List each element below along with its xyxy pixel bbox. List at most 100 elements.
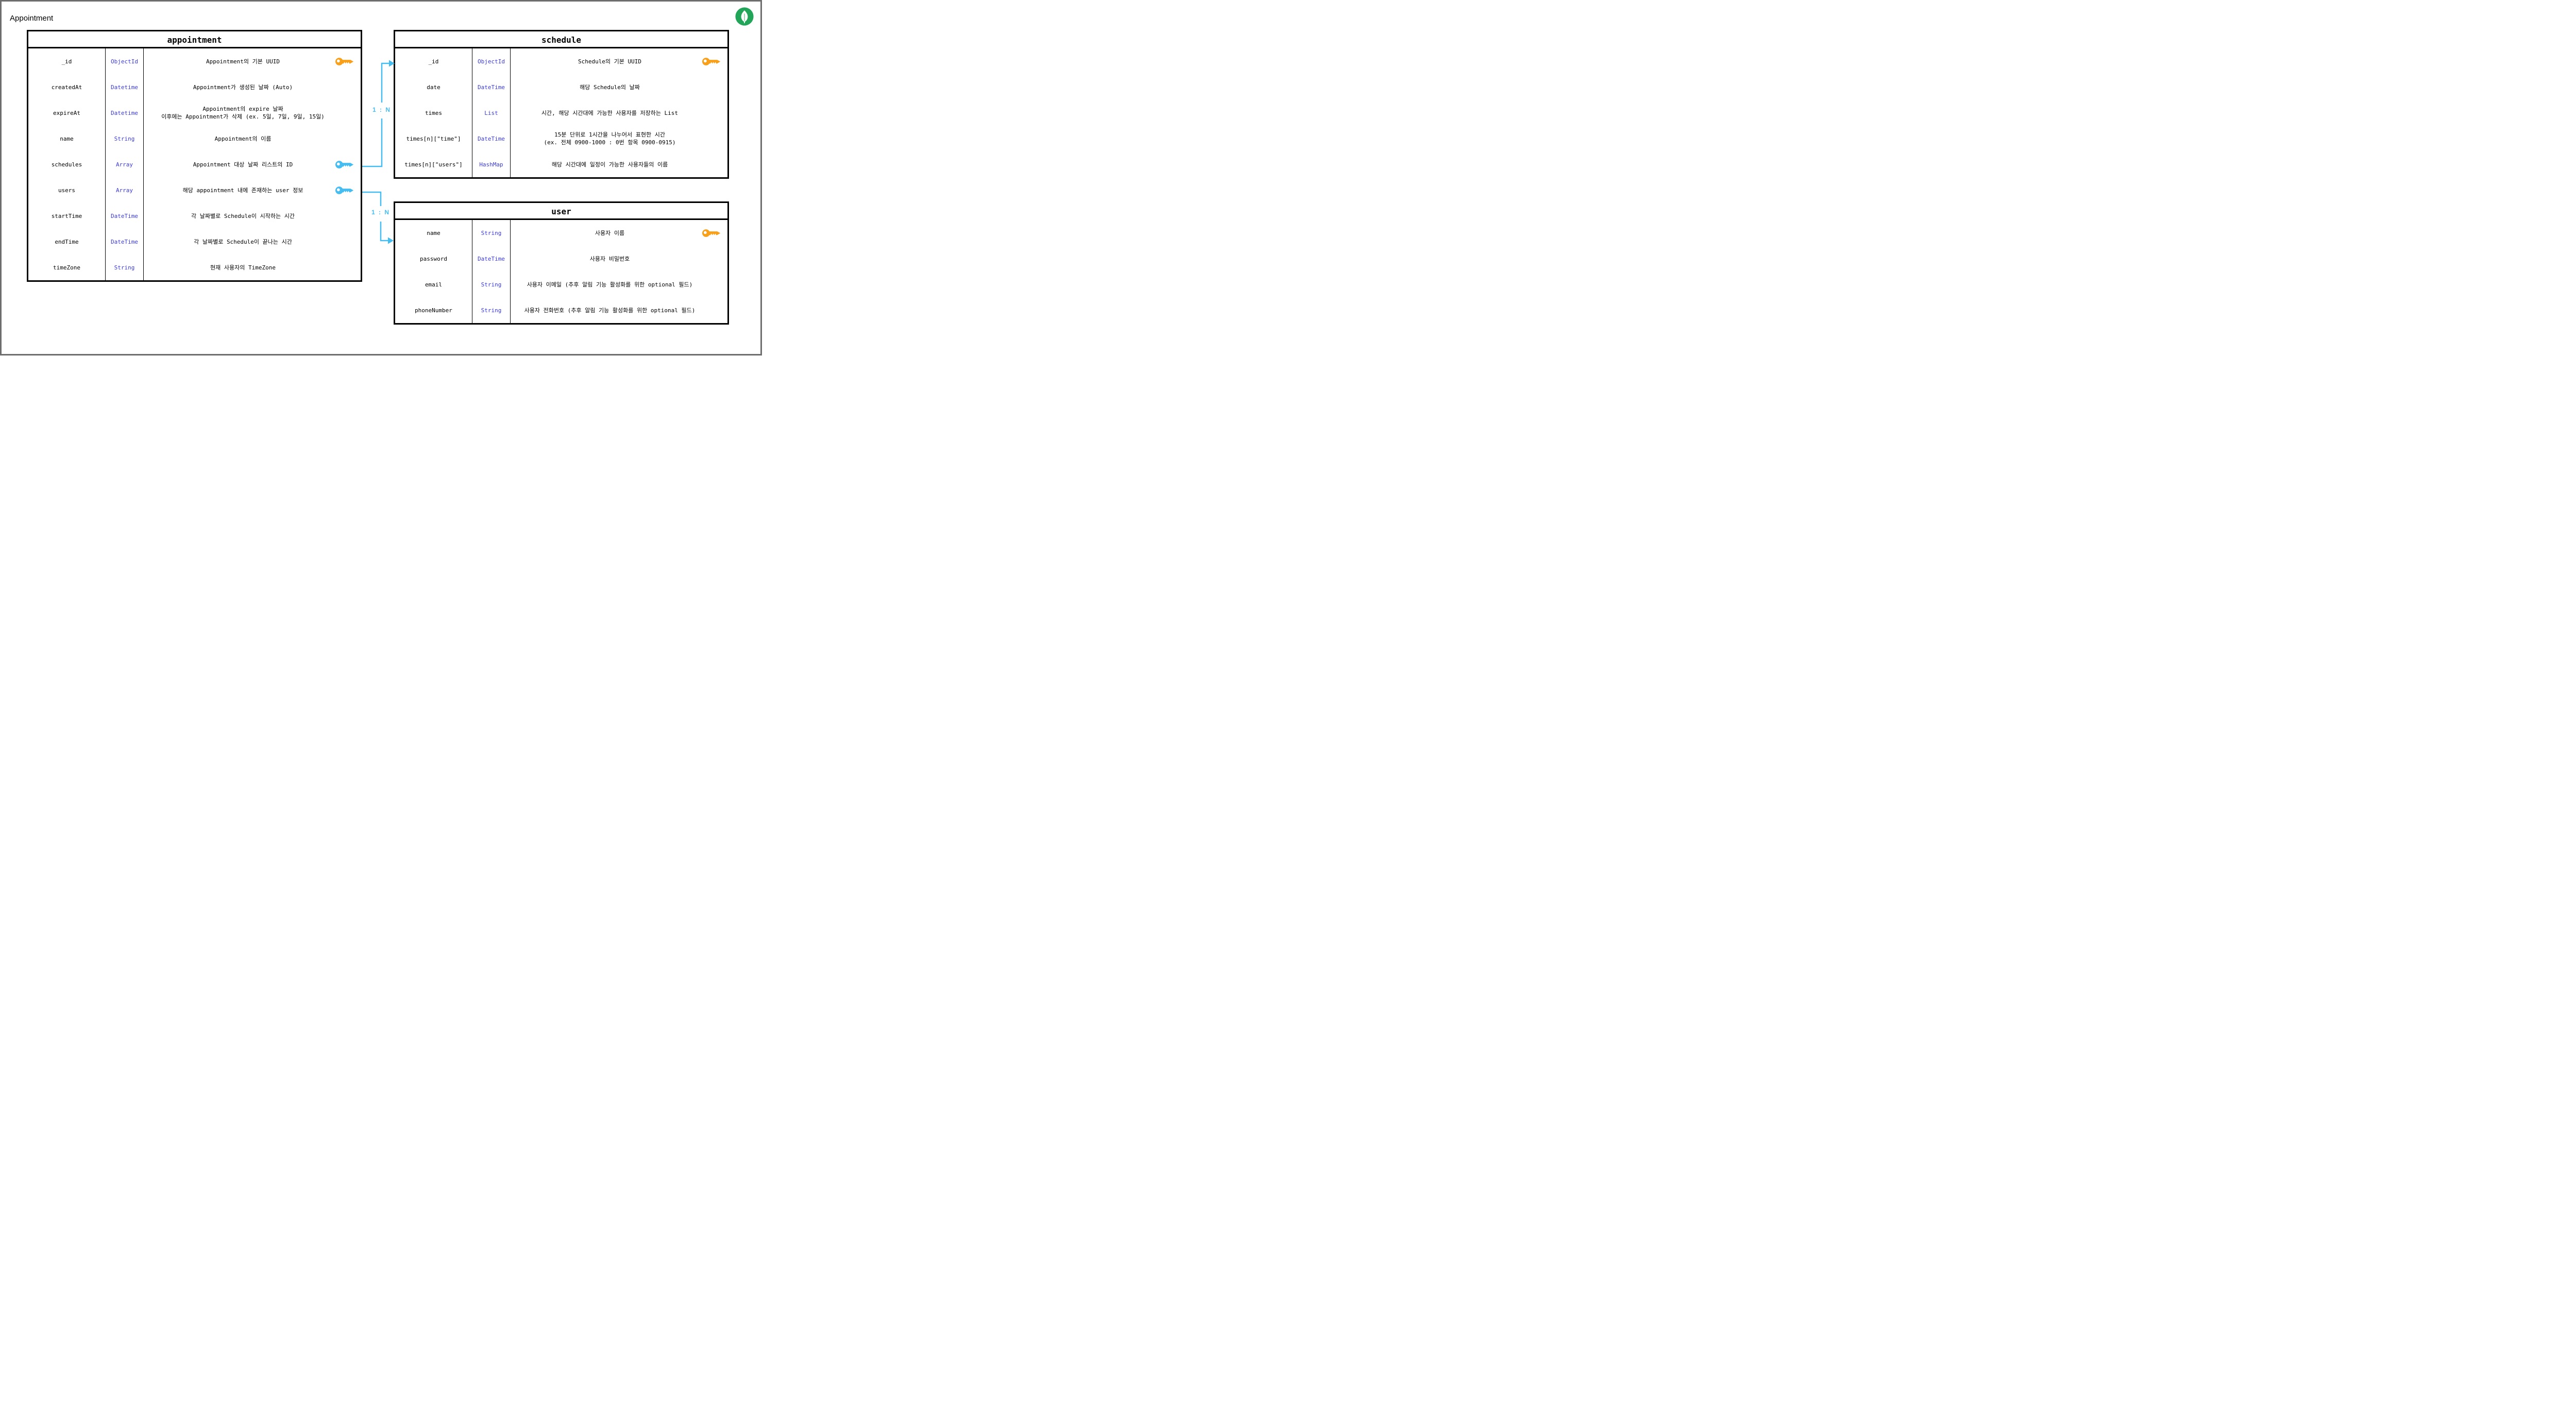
field-name-cell: createdAt [28,74,106,100]
field-name-cell: expireAt [28,100,106,126]
description-text: 사용자 이름 [595,229,625,236]
connector-schedules-to-schedule [362,62,389,167]
description-text: 현재 사용자의 TimeZone [210,264,276,271]
relationship-label: 1 : N [372,106,391,113]
type-cell: ObjectId [106,48,144,74]
description-text: 해당 Schedule의 날짜 [580,83,640,91]
description-text: Appointment의 이름 [214,135,272,142]
type-cell: DateTime [472,74,511,100]
description-cell: 시간, 해당 시간대에 가능한 사용자를 저장하는 List [511,100,727,126]
table-row: times[n]["time"]DateTime 15분 단위로 1시간을 나누어… [395,126,727,151]
description-cell: 해당 Schedule의 날짜 [511,74,727,100]
field-name-cell: timeZone [28,255,106,280]
table-appointment-title: appointment [28,31,361,48]
type-cell: Datetime [106,100,144,126]
field-name-cell: phoneNumber [395,297,472,323]
field-name-cell: _id [28,48,106,74]
description-text: 해당 appointment 내에 존재하는 user 정보 [182,187,303,194]
description-cell: 각 날짜별로 Schedule이 끝나는 시간 [144,229,361,255]
field-name-cell: times[n]["time"] [395,126,472,151]
description-text: 사용자 이메일 (추후 알림 기능 활성화를 위한 optional 필드) [527,281,693,288]
page-title: Appointment [10,14,54,23]
field-name-cell: startTime [28,203,106,229]
description-cell: 현재 사용자의 TimeZone [144,255,361,280]
type-cell: String [472,297,511,323]
field-name-cell: date [395,74,472,100]
type-cell: DateTime [472,126,511,151]
description-cell: 15분 단위로 1시간을 나누어서 표현한 시간(ex. 전체 0900-100… [511,126,727,151]
description-text: 사용자 비밀번호 [589,255,630,262]
description-cell: 사용자 이름 [511,220,727,246]
table-schedule-title: schedule [395,31,727,48]
description-text: 각 날짜별로 Schedule이 끝나는 시간 [194,238,292,245]
field-name-cell: name [395,220,472,246]
field-name-cell: endTime [28,229,106,255]
connector-users-to-user [362,191,388,242]
field-name-cell: name [28,126,106,151]
table-user-title: user [395,203,727,220]
description-text: 15분 단위로 1시간을 나누어서 표현한 시간(ex. 전체 0900-100… [544,131,676,146]
description-text: 각 날짜별로 Schedule이 시작하는 시간 [191,212,295,219]
field-name-cell: users [28,177,106,203]
description-cell: 사용자 비밀번호 [511,246,727,272]
type-cell: Datetime [106,74,144,100]
description-text: Schedule의 기본 UUID [578,58,642,65]
foreign-key-icon [335,160,354,170]
primary-key-icon [702,228,721,238]
type-cell: String [472,220,511,246]
mongodb-logo-icon [735,7,754,26]
description-cell: Appointment 대상 날짜 리스트의 ID [144,151,361,177]
description-cell: Appointment의 기본 UUID [144,48,361,74]
description-cell: Appointment의 이름 [144,126,361,151]
field-name-cell: password [395,246,472,272]
description-text: Appointment가 생성된 날짜 (Auto) [193,83,293,91]
type-cell: String [472,272,511,297]
type-cell: Array [106,151,144,177]
field-name-cell: schedules [28,151,106,177]
field-name-cell: email [395,272,472,297]
description-text: Appointment 대상 날짜 리스트의 ID [193,161,293,168]
type-cell: List [472,100,511,126]
field-name-cell: times[n]["users"] [395,151,472,177]
type-cell: DateTime [106,203,144,229]
foreign-key-icon [335,185,354,195]
arrowhead-icon [388,237,394,244]
type-cell: Array [106,177,144,203]
description-text: Appointment의 기본 UUID [206,58,280,65]
type-cell: DateTime [106,229,144,255]
type-cell: String [106,126,144,151]
description-text: 시간, 해당 시간대에 가능한 사용자를 저장하는 List [541,109,679,116]
description-cell: Appointment가 생성된 날짜 (Auto) [144,74,361,100]
type-cell: String [106,255,144,280]
field-name-cell: _id [395,48,472,74]
relationship-label: 1 : N [371,209,390,216]
field-name-cell: times [395,100,472,126]
primary-key-icon [335,57,354,66]
type-cell: DateTime [472,246,511,272]
type-cell: HashMap [472,151,511,177]
description-cell: 해당 appointment 내에 존재하는 user 정보 [144,177,361,203]
